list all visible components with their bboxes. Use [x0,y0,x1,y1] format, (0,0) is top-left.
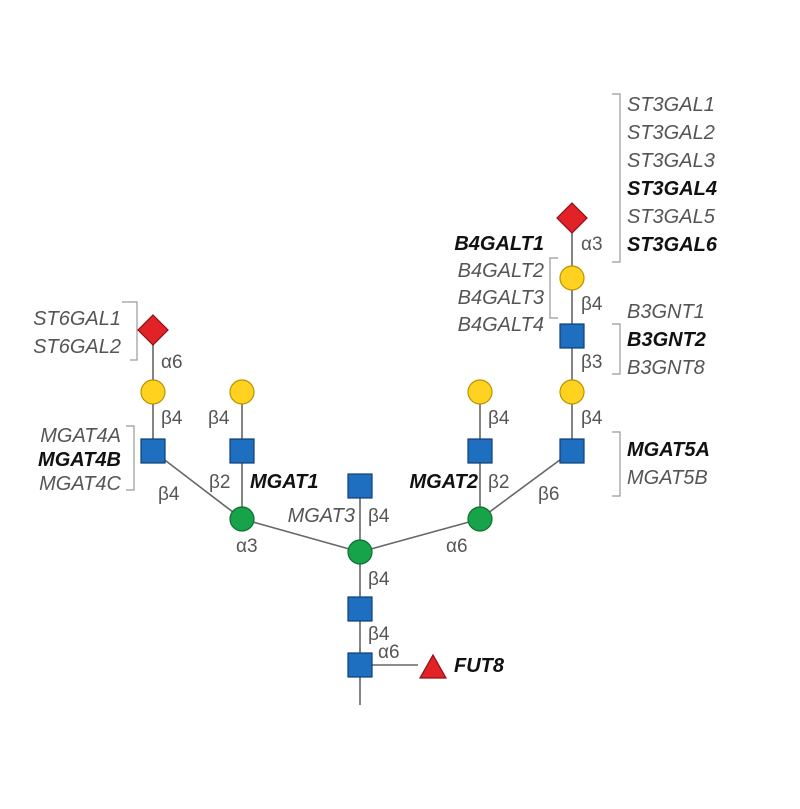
b4galt-bracket [549,257,558,319]
linkage-b6-branch-right: β6 [538,484,560,505]
linkage-labels: α3 β4 β3 β4 α6 β4 β4 β4 β4 β2 β2 β6 α3 α… [158,234,603,663]
linkage-a3-sia: α3 [581,234,603,255]
enzyme-brackets [122,93,621,497]
st6gal-bracket [130,301,138,361]
linkage-b4-gal-right-lower: β4 [581,408,603,429]
glcnac-mgat4-square [140,438,166,464]
linkage-a6-fucose: α6 [378,642,400,663]
enzyme-mgat4b: MGAT4B [38,449,121,471]
galactose-left-circle [140,379,166,405]
enzyme-st3gal-3: ST3GAL3 [627,150,715,172]
linkage-b4-bisect: β4 [368,506,390,527]
enzyme-labels: ST3GAL1 ST3GAL2 ST3GAL3 ST3GAL4 ST3GAL5 … [33,94,718,677]
monosaccharides [137,202,588,679]
linkage-a6-core: α6 [446,536,468,557]
fucose-triangle [418,653,448,679]
enzyme-b4galt-1: B4GALT1 [454,233,544,255]
mannose-core-circle [347,539,373,565]
enzyme-b3gnt-2: B3GNT2 [627,329,706,351]
glcnac-poly-lacnac-square [559,323,585,349]
galactose-midright-circle [467,379,493,405]
enzyme-mgat5a: MGAT5A [627,439,710,461]
galactose-right-upper-circle [559,265,585,291]
linkage-b4-core-lower: β4 [368,624,390,645]
enzyme-st3gal-5: ST3GAL5 [627,206,716,228]
linkage-a6-sia-left: α6 [161,352,183,373]
mgat5-bracket [612,431,621,497]
enzyme-b4galt-3: B4GALT3 [458,287,544,309]
enzyme-st3gal-4: ST3GAL4 [627,178,717,200]
enzyme-b3gnt-8: B3GNT8 [627,357,705,379]
mannose-a6-circle [467,506,493,532]
enzyme-st3gal-2: ST3GAL2 [627,122,715,144]
glcnac-core-reducing-square [347,652,373,678]
enzyme-st6gal-1: ST6GAL1 [33,308,121,330]
enzyme-b4galt-2: B4GALT2 [458,260,544,282]
a6-arm-bond [359,518,481,553]
galactose-right-lower-circle [559,379,585,405]
mannose-a3-circle [229,506,255,532]
glcnac-mgat5-square [559,438,585,464]
glcnac-mgat2-square [467,438,493,464]
linkage-b4-gal-left: β4 [161,408,183,429]
linkage-b4-gal-midright: β4 [488,408,510,429]
linkage-b2-mgat2: β2 [488,472,510,493]
enzyme-b3gnt-1: B3GNT1 [627,301,705,323]
enzyme-st6gal-2: ST6GAL2 [33,336,121,358]
glcnac-bisecting-square [347,473,373,499]
enzyme-mgat5b: MGAT5B [627,467,708,489]
enzyme-st3gal-1: ST3GAL1 [627,94,715,116]
a3-arm-bond [241,518,361,553]
glcnac-mgat1-square [229,438,255,464]
linkage-b3-glcnac-right: β3 [581,352,603,373]
sialic-acid-left-diamond [137,314,169,346]
sialic-acid-right-diamond [556,202,588,234]
mgat5-branch-bond [479,450,573,520]
linkage-b4-gal-right: β4 [581,294,603,315]
enzyme-mgat3: MGAT3 [288,505,355,527]
linkage-b2-mgat1: β2 [209,472,231,493]
linkage-a3-core: α3 [236,536,258,557]
enzyme-mgat2: MGAT2 [409,471,478,493]
glcnac-core-square [347,596,373,622]
st3gal-bracket [612,93,621,263]
linkage-b4-gal-midleft: β4 [208,408,230,429]
enzyme-b4galt-4: B4GALT4 [458,314,544,336]
galactose-midleft-circle [229,379,255,405]
enzyme-fut8: FUT8 [454,655,505,677]
linkage-b4-branch-left: β4 [158,484,180,505]
mgat4-branch-bond [152,450,243,520]
linkage-b4-core-upper: β4 [368,569,390,590]
enzyme-mgat4c: MGAT4C [39,473,121,495]
mgat4-bracket [126,425,135,491]
b3gnt-bracket [612,323,621,375]
enzyme-mgat4a: MGAT4A [40,425,121,447]
enzyme-mgat1: MGAT1 [250,471,319,493]
enzyme-st3gal-6: ST3GAL6 [627,234,718,256]
